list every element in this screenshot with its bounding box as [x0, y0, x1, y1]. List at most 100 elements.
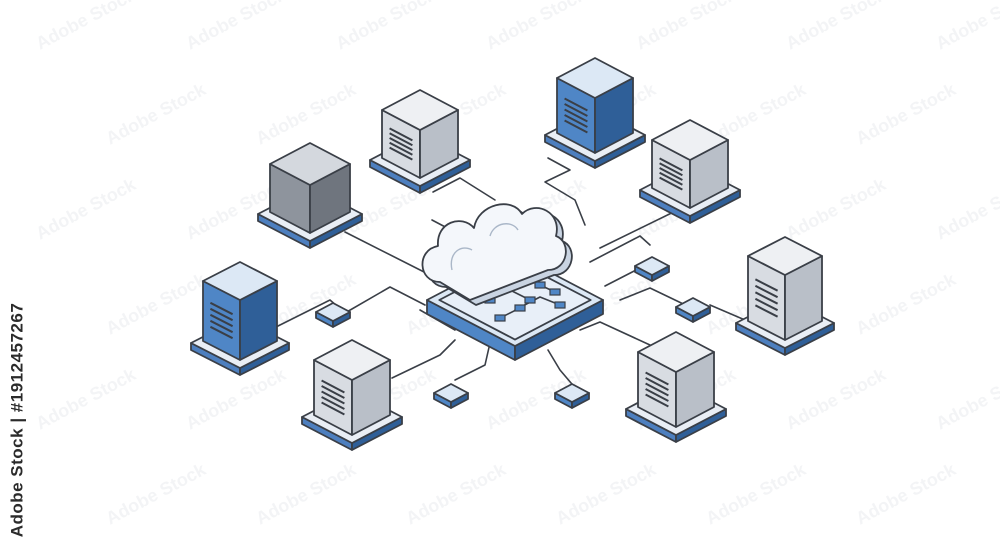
watermark-pattern-text: Adobe Stock — [932, 0, 1000, 54]
network-node-icon — [554, 383, 590, 409]
server-vent — [564, 108, 588, 123]
server-vent — [659, 171, 683, 186]
connection-line — [544, 157, 586, 226]
server-vent — [564, 97, 588, 112]
server-vent — [754, 304, 779, 318]
circuit-chip — [494, 314, 506, 322]
server-top — [202, 261, 278, 301]
node-top — [675, 297, 711, 317]
server-vent — [209, 301, 234, 316]
server-vent — [321, 379, 345, 394]
circuit-chip — [534, 281, 546, 289]
server-vent — [754, 284, 779, 299]
network-node-icon — [433, 383, 469, 409]
server-icon — [625, 331, 727, 443]
watermark-pattern-text: Adobe Stock — [852, 79, 959, 149]
server-icon — [190, 261, 290, 376]
connection-line — [391, 339, 456, 379]
node-top — [433, 383, 469, 403]
circuit-chip — [524, 296, 536, 304]
watermark-pattern-text: Adobe Stock — [252, 79, 359, 149]
server-group — [190, 57, 835, 451]
network-node-icon — [675, 297, 711, 323]
watermark-pattern-text: Adobe Stock — [102, 269, 209, 339]
watermark-pattern-text: Adobe Stock — [632, 0, 739, 54]
watermark-pattern-text: Adobe Stock — [552, 459, 659, 529]
network-node-icon — [315, 302, 351, 328]
server-vent — [645, 371, 669, 386]
watermark-pattern-text: Adobe Stock — [932, 174, 1000, 244]
server-vent — [389, 132, 413, 147]
watermark-pattern-text: Adobe Stock — [852, 269, 959, 339]
watermark-pattern-text: Adobe Stock — [32, 364, 139, 434]
watermark-pattern-text: Adobe Stock — [932, 364, 1000, 434]
server-top — [651, 119, 729, 161]
connection-line — [344, 231, 431, 276]
watermark-pattern-text: Adobe Stock — [182, 0, 289, 54]
connection-line — [589, 235, 651, 263]
watermark-pattern-text: Adobe Stock — [782, 364, 889, 434]
cloud-icon — [421, 203, 573, 306]
node-top — [634, 256, 670, 276]
cloud-face — [421, 203, 567, 301]
node-top — [554, 383, 590, 403]
server-top — [313, 339, 391, 381]
server-vent — [659, 167, 683, 181]
watermark-pattern-text: Adobe Stock — [402, 459, 509, 529]
server-vent — [321, 390, 345, 405]
network-node-icon — [634, 256, 670, 282]
server-vent — [645, 382, 669, 397]
server-vent — [209, 313, 234, 328]
server-vent — [754, 297, 779, 312]
server-vent — [564, 119, 588, 134]
server-icon — [735, 236, 835, 356]
connection-line — [344, 286, 426, 314]
server-vent — [389, 141, 413, 156]
connection-line — [454, 342, 491, 381]
connection-line — [579, 321, 651, 346]
server-vent — [209, 307, 234, 322]
server-icon — [544, 57, 646, 169]
watermark-pattern-text: Adobe Stock — [32, 174, 139, 244]
server-vent — [209, 319, 234, 334]
watermark-pattern-text: Adobe Stock — [852, 459, 959, 529]
server-vent — [645, 388, 669, 402]
watermark-pattern-text: Adobe Stock — [182, 364, 289, 434]
server-vent — [564, 103, 588, 117]
server-vent — [209, 325, 234, 340]
server-icon — [257, 142, 363, 249]
server-vent — [321, 396, 345, 410]
server-vent — [645, 393, 669, 408]
server-vent — [659, 176, 683, 191]
server-vent — [754, 291, 779, 305]
watermark-pattern-text: Adobe Stock — [702, 459, 809, 529]
server-top — [269, 142, 351, 186]
server-vent — [389, 137, 413, 151]
server-vent — [645, 377, 669, 391]
server-icon — [369, 89, 471, 194]
server-top — [637, 331, 715, 373]
server-top — [747, 236, 823, 276]
node-top — [315, 302, 351, 322]
server-vent — [754, 278, 779, 292]
server-vent — [321, 385, 345, 399]
connection-line — [709, 304, 746, 321]
cloud-highlight — [450, 223, 519, 271]
watermark-pattern-text: Adobe Stock — [102, 459, 209, 529]
server-icon — [639, 119, 741, 224]
server-top — [556, 57, 634, 99]
watermark-pattern-text: Adobe Stock — [782, 0, 889, 54]
server-vent — [389, 127, 413, 142]
server-vent — [389, 146, 413, 161]
watermark-pattern-text: Adobe Stock — [482, 0, 589, 54]
server-vent — [659, 157, 683, 172]
circuit-chip — [554, 301, 566, 309]
server-vent — [659, 162, 683, 177]
circuit-chip — [549, 288, 561, 296]
watermark-pattern-text: Adobe Stock — [102, 79, 209, 149]
watermark-pattern-text: Adobe Stock — [782, 174, 889, 244]
server-top — [381, 89, 459, 131]
server-icon — [301, 339, 403, 451]
